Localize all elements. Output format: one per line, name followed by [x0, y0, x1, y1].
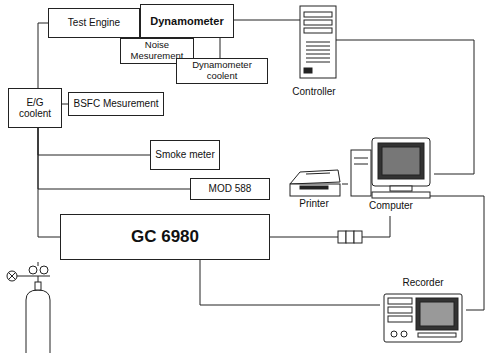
connector-path — [38, 23, 48, 88]
device-label: Computer — [348, 200, 434, 212]
box-label: E/G coolent — [9, 97, 61, 120]
box-label: Test Engine — [66, 17, 122, 29]
connector-path — [38, 128, 60, 237]
box-label: Smoke meter — [153, 149, 216, 161]
connector-path — [200, 260, 380, 305]
connector-path — [234, 20, 300, 21]
controller-node: Controller — [284, 4, 344, 100]
controller-tower — [300, 6, 336, 78]
signal-line — [430, 196, 484, 310]
coolant-box: E/G coolent — [8, 88, 62, 128]
engine-box: Test Engine — [48, 8, 140, 38]
printer-icon — [290, 170, 340, 196]
box-label: MOD 588 — [207, 183, 254, 195]
box-label: BSFC Mesurement — [71, 98, 160, 110]
signal-line — [220, 38, 221, 58]
recorder-icon — [384, 294, 462, 342]
device-label: Controller — [284, 86, 344, 98]
signal-line — [270, 216, 390, 237]
computer-node: Computer — [348, 134, 434, 216]
recorder-node: Recorder — [380, 276, 466, 344]
signal-line — [342, 184, 348, 185]
connector-path — [342, 184, 348, 185]
box-label: Dynamometer — [148, 15, 225, 28]
device-label: Printer — [286, 198, 342, 210]
connector-path — [270, 216, 390, 237]
analyzer-box: GC 6980 — [60, 214, 270, 260]
dynamometer-box: Dynamometer — [140, 4, 234, 38]
printer-node: Printer — [286, 166, 342, 212]
junction-boxes — [338, 231, 362, 243]
signal-line — [200, 260, 380, 305]
signal-line — [38, 128, 150, 155]
gas-cylinder — [7, 262, 50, 353]
coolant-box: Dynamometer coolent — [176, 58, 268, 84]
instrument-box: Smoke meter — [150, 140, 220, 170]
signal-line — [234, 20, 300, 21]
signal-line — [38, 128, 60, 237]
connector-path — [430, 196, 484, 310]
connector-path — [220, 38, 221, 58]
signal-line — [38, 23, 48, 88]
box-label: Dynamometer coolent — [177, 60, 267, 82]
computer-icon — [351, 138, 430, 198]
instrument-box: MOD 588 — [190, 178, 270, 200]
device-label: Recorder — [380, 277, 466, 289]
box-label: GC 6980 — [129, 227, 201, 247]
measurement-box: BSFC Mesurement — [68, 92, 164, 116]
connector-path — [38, 128, 150, 155]
